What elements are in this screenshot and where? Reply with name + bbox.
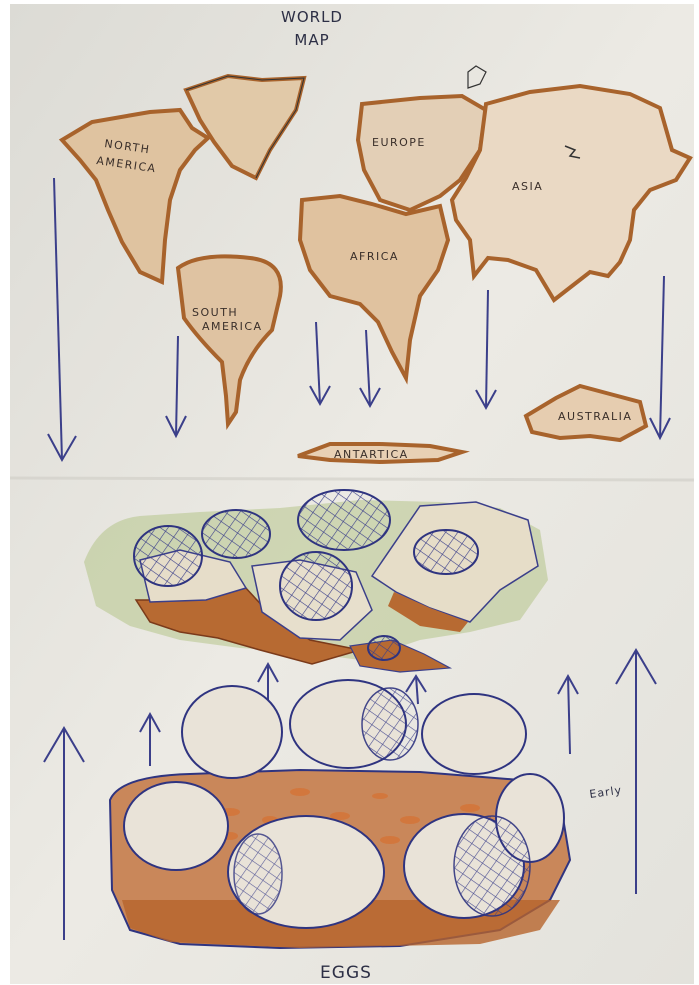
egg: [368, 636, 400, 660]
egg: [124, 782, 228, 870]
antarctica-label: ANTARTICA: [334, 448, 409, 461]
egg: [182, 686, 282, 778]
eggs-label: EGGS: [320, 963, 372, 983]
south-america-label-1: SOUTH: [192, 306, 238, 319]
australia-label: AUSTRALIA: [558, 410, 632, 423]
map-title-line1: WORLD: [281, 8, 343, 26]
egg: [202, 510, 270, 558]
egg: [422, 694, 526, 774]
europe-label: EUROPE: [372, 136, 426, 149]
asia-label: ASIA: [512, 180, 543, 193]
egg: [280, 552, 352, 620]
page-fold: [10, 478, 694, 480]
south-america-label-2: AMERICA: [202, 320, 263, 333]
map-title-line2: MAP: [294, 31, 329, 49]
egg: [414, 530, 478, 574]
egg: [134, 526, 202, 586]
africa-label: AFRICA: [350, 250, 399, 263]
egg: [298, 490, 390, 550]
antarctica-landmass: ANTARTICA: [298, 444, 462, 462]
